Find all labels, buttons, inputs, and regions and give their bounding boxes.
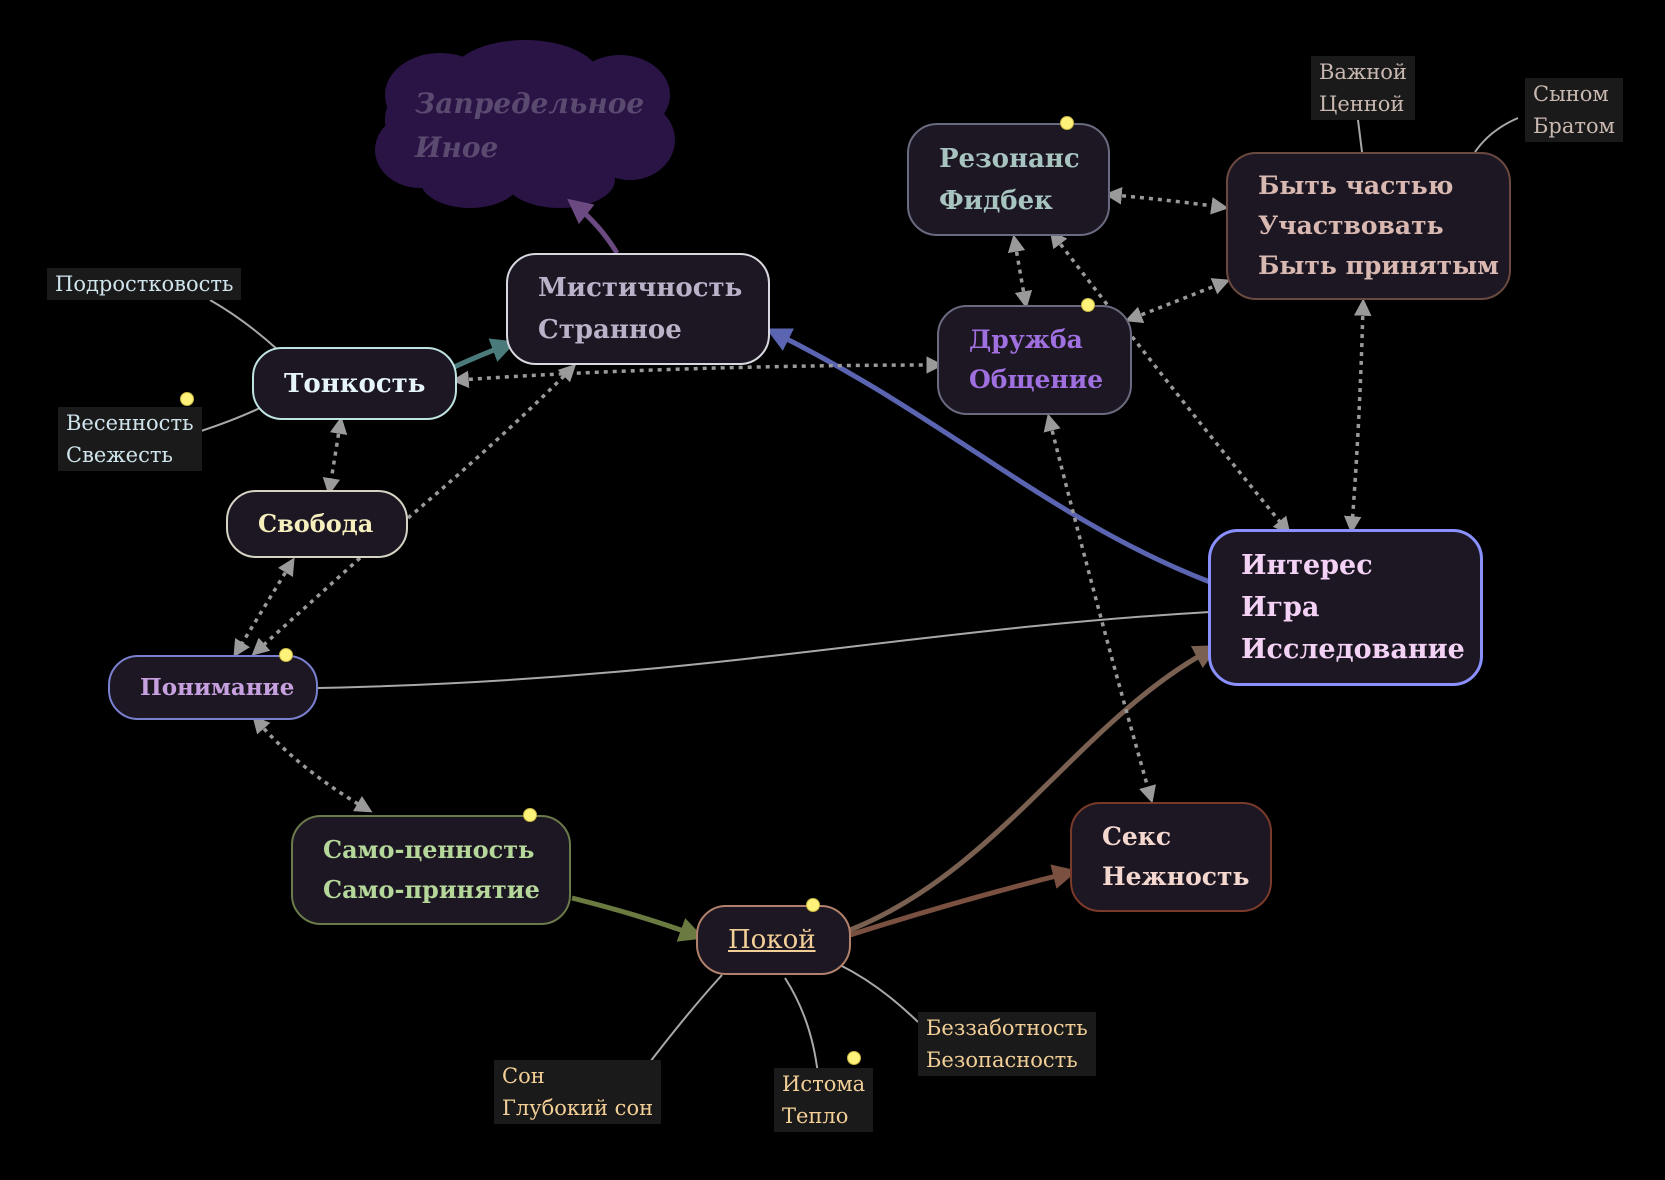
node-mistichnost-line-1: Мистичность — [538, 273, 743, 303]
note-vazhnoy[interactable]: Важной Ценной — [1311, 56, 1415, 120]
node-samocennost-line-2: Само-принятие — [323, 875, 540, 904]
note-podrostkovost-line-1: Подростковость — [55, 272, 234, 296]
node-zapredelnoe-line-2: Иное — [415, 131, 499, 164]
note-son-line-2: Глубокий сон — [502, 1096, 654, 1120]
node-bytchastyu[interactable]: Быть частью Участвовать Быть принятым — [1226, 152, 1511, 300]
node-bytchastyu-line-2: Участвовать — [1258, 211, 1444, 240]
node-pokoy-line-1: Покой — [728, 925, 816, 955]
note-vesennost-line-1: Весенность — [66, 411, 194, 435]
marker-dot-istoma — [847, 1051, 861, 1065]
note-synom-line-2: Братом — [1533, 114, 1615, 138]
marker-dot-vesennost — [180, 392, 194, 406]
marker-dot-rezonans — [1060, 116, 1074, 130]
note-istoma[interactable]: Истома Тепло — [774, 1068, 874, 1132]
node-mistichnost-line-2: Странное — [538, 315, 682, 345]
note-vazhnoy-line-1: Важной — [1319, 60, 1407, 84]
note-vazhnoy-line-2: Ценной — [1319, 92, 1405, 116]
note-podrostkovost[interactable]: Подростковость — [47, 268, 242, 300]
node-zapredelnoe[interactable]: Запредельное Иное — [415, 82, 644, 170]
note-synom[interactable]: Сыном Братом — [1525, 78, 1623, 142]
node-interes-line-3: Исследование — [1241, 633, 1465, 665]
note-vesennost[interactable]: Весенность Свежесть — [58, 407, 202, 471]
note-vesennost-line-2: Свежесть — [66, 443, 173, 467]
edge-pokoy-seks — [849, 864, 1078, 938]
note-istoma-line-1: Истома — [782, 1072, 866, 1096]
node-seks-line-1: Секс — [1102, 822, 1172, 851]
node-rezonans-line-2: Фидбек — [939, 185, 1053, 216]
node-zapredelnoe-line-1: Запредельное — [415, 87, 645, 120]
note-son-line-1: Сон — [502, 1064, 545, 1088]
node-rezonans-line-1: Резонанс — [939, 143, 1080, 174]
node-mistichnost[interactable]: Мистичность Странное — [506, 253, 770, 365]
node-pokoy[interactable]: Покой — [696, 905, 851, 975]
node-samocennost-line-1: Само-ценность — [323, 835, 535, 864]
marker-dot-druzhba — [1081, 298, 1095, 312]
marker-dot-ponimanie — [279, 648, 293, 662]
edge-pokoy-interes — [849, 645, 1219, 933]
node-tonkost[interactable]: Тонкость — [252, 347, 457, 420]
node-seks[interactable]: Секс Нежность — [1070, 802, 1272, 912]
node-bytchastyu-line-3: Быть принятым — [1258, 251, 1499, 280]
note-son[interactable]: Сон Глубокий сон — [494, 1060, 662, 1124]
node-tonkost-line-1: Тонкость — [284, 368, 426, 399]
node-seks-line-2: Нежность — [1102, 862, 1250, 891]
node-bytchastyu-line-1: Быть частью — [1258, 171, 1454, 200]
node-druzhba-line-1: Дружба — [969, 325, 1083, 354]
marker-dot-samocennost — [523, 808, 537, 822]
edge-samocennost-pokoy — [571, 895, 705, 942]
node-interes-line-2: Игра — [1241, 591, 1320, 623]
node-ponimanie[interactable]: Понимание — [108, 655, 318, 720]
node-interes[interactable]: Интерес Игра Исследование — [1208, 529, 1483, 686]
node-rezonans[interactable]: Резонанс Фидбек — [907, 123, 1110, 236]
dotted-edges — [233, 187, 1372, 813]
note-synom-line-1: Сыном — [1533, 82, 1609, 106]
node-svoboda[interactable]: Свобода — [226, 490, 408, 558]
note-bezzabotnost-line-2: Безопасность — [926, 1048, 1078, 1072]
node-ponimanie-line-1: Понимание — [140, 673, 295, 701]
note-bezzabotnost-line-1: Беззаботность — [926, 1016, 1088, 1040]
cloud-shape — [375, 40, 675, 208]
node-druzhba-line-2: Общение — [969, 365, 1104, 394]
node-druzhba[interactable]: Дружба Общение — [937, 305, 1132, 415]
edge-mistichnost-zapredelnoe — [567, 198, 620, 255]
marker-dot-pokoy — [806, 898, 820, 912]
edge-tonkost-mistichnost — [450, 338, 517, 371]
node-interes-line-1: Интерес — [1241, 549, 1373, 581]
node-svoboda-line-1: Свобода — [258, 509, 374, 538]
note-bezzabotnost[interactable]: Беззаботность Безопасность — [918, 1012, 1096, 1076]
node-samocennost[interactable]: Само-ценность Само-принятие — [291, 815, 571, 925]
note-istoma-line-2: Тепло — [782, 1104, 849, 1128]
